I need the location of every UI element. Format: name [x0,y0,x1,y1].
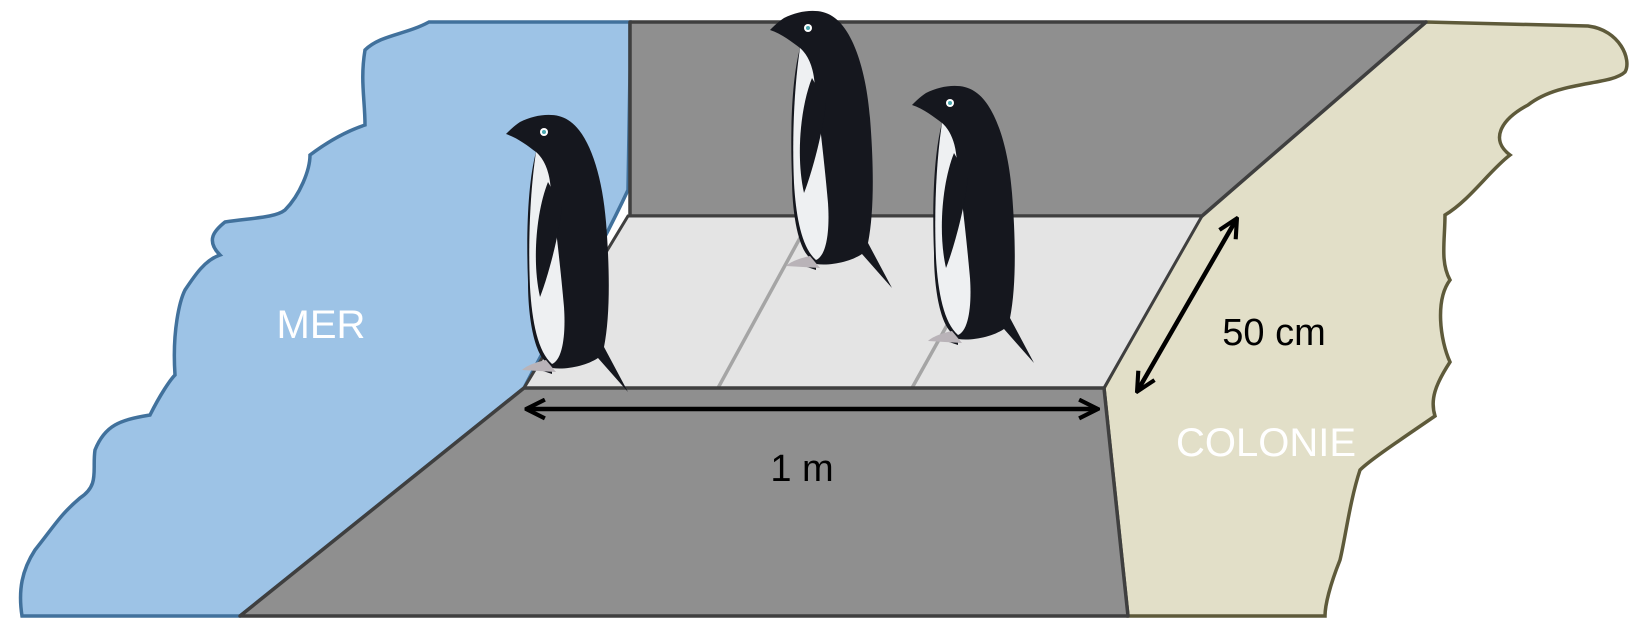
sea-label: MER [277,303,366,347]
width-label: 50 cm [1222,312,1325,354]
walkway-front [238,386,1130,618]
sea-region [18,20,632,618]
length-label: 1 m [770,448,833,490]
double-arrow-icon [1138,220,1236,390]
colony-region [1102,20,1629,618]
colony-label: COLONIE [1176,421,1356,465]
platform-seam [716,215,814,389]
